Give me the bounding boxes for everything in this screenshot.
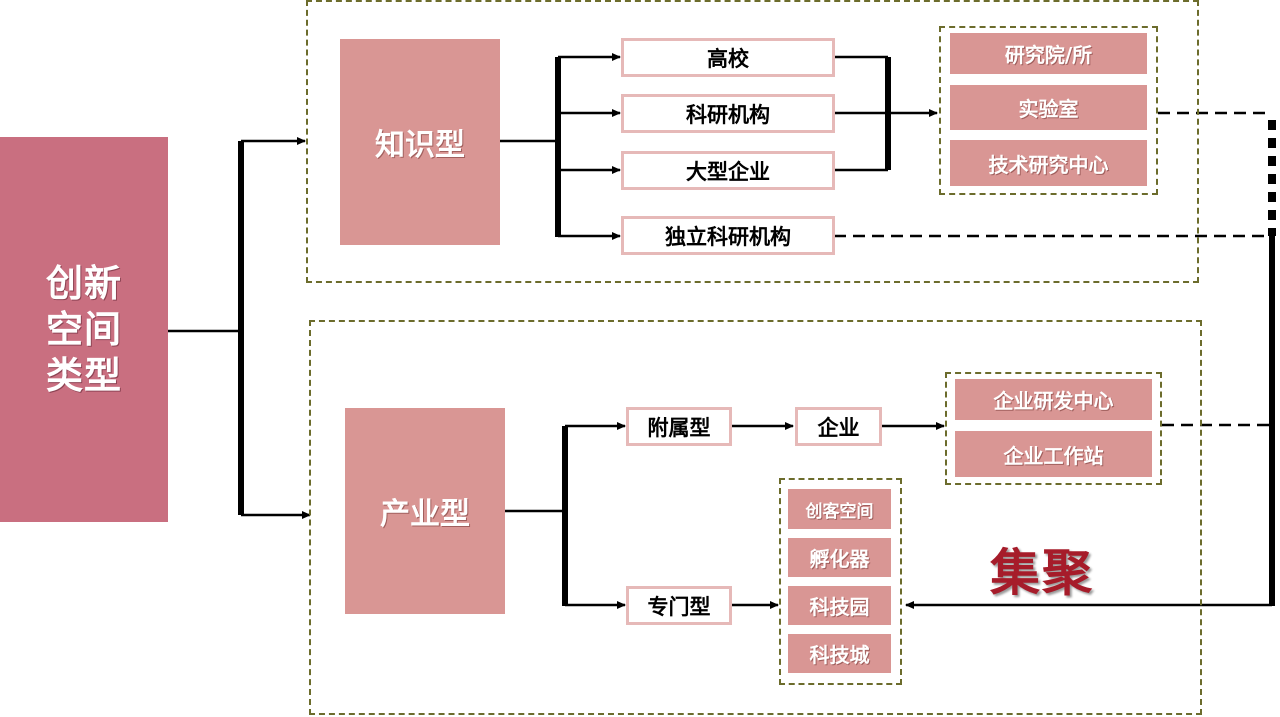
result-enterprise-rd: 企业研发中心 bbox=[955, 379, 1152, 420]
knowledge-group bbox=[306, 0, 1199, 283]
result-science-park: 科技园 bbox=[788, 586, 891, 625]
result-science-park-label: 科技园 bbox=[809, 595, 870, 619]
result-incubator: 孵化器 bbox=[788, 538, 891, 577]
node-independent-research-label: 独立科研机构 bbox=[665, 224, 791, 249]
node-university-label: 高校 bbox=[707, 46, 749, 71]
node-large-enterprise-label: 大型企业 bbox=[686, 159, 770, 184]
result-incubator-label: 孵化器 bbox=[809, 547, 870, 571]
knowledge-label: 知识型 bbox=[375, 128, 465, 163]
node-university: 高校 bbox=[621, 38, 835, 77]
result-tech-center: 技术研究中心 bbox=[950, 140, 1147, 186]
result-enterprise-station: 企业工作站 bbox=[955, 431, 1152, 477]
knowledge-category: 知识型 bbox=[340, 39, 500, 245]
node-research-institution: 科研机构 bbox=[621, 94, 835, 133]
node-independent-research: 独立科研机构 bbox=[621, 216, 835, 255]
industry-category: 产业型 bbox=[345, 408, 505, 614]
node-affiliated-label: 附属型 bbox=[647, 415, 711, 440]
knowledge-results-group bbox=[939, 26, 1158, 195]
cluster-label: 集聚 bbox=[990, 544, 1094, 602]
result-laboratory: 实验室 bbox=[950, 85, 1147, 130]
industry-label: 产业型 bbox=[380, 497, 470, 532]
root-node: 创新空间类型 bbox=[0, 137, 168, 522]
result-maker-space-label: 创客空间 bbox=[805, 501, 874, 522]
industry-group bbox=[309, 320, 1202, 715]
node-enterprise: 企业 bbox=[795, 407, 882, 446]
root-label: 创新空间类型 bbox=[46, 261, 122, 397]
node-dedicated-label: 专门型 bbox=[647, 594, 711, 619]
node-affiliated: 附属型 bbox=[626, 407, 732, 446]
node-dedicated: 专门型 bbox=[626, 586, 732, 625]
result-laboratory-label: 实验室 bbox=[1018, 97, 1079, 121]
result-tech-center-label: 技术研究中心 bbox=[988, 152, 1109, 177]
result-maker-space: 创客空间 bbox=[788, 489, 891, 529]
node-large-enterprise: 大型企业 bbox=[621, 151, 835, 190]
result-research-institute-label: 研究院/所 bbox=[1004, 43, 1093, 67]
node-enterprise-label: 企业 bbox=[817, 415, 860, 440]
result-science-city-label: 科技城 bbox=[809, 643, 870, 667]
result-research-institute: 研究院/所 bbox=[950, 33, 1147, 74]
dedicated-results-group bbox=[779, 478, 902, 685]
enterprise-results-group bbox=[945, 372, 1162, 485]
result-enterprise-rd-label: 企业研发中心 bbox=[993, 389, 1114, 413]
node-research-institution-label: 科研机构 bbox=[686, 102, 770, 127]
result-science-city: 科技城 bbox=[788, 634, 891, 673]
result-enterprise-station-label: 企业工作站 bbox=[1003, 443, 1104, 468]
